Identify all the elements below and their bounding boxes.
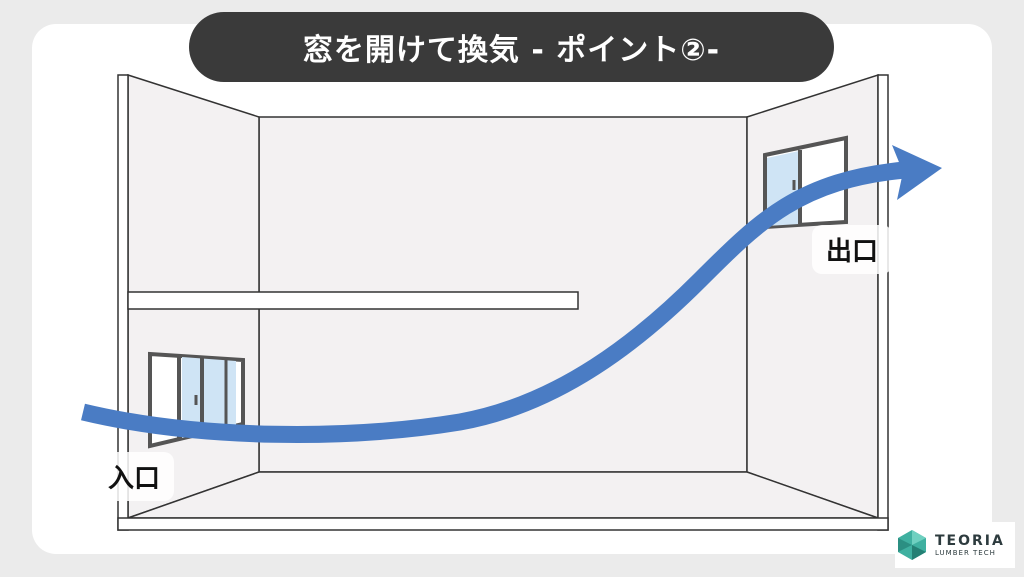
inlet-label: 入口 (94, 452, 175, 501)
right-wall (746, 73, 879, 520)
floor (127, 471, 879, 519)
logo-name: TEORIA (935, 533, 1005, 549)
teoria-logo-icon (898, 530, 926, 560)
teoria-logo: TEORIA LUMBER TECH (895, 522, 1015, 568)
page-title: 窓を開けて換気 - ポイント②- (189, 12, 834, 82)
shelf-beam (127, 291, 579, 310)
outlet-label: 出口 (812, 225, 893, 274)
airflow-arrowhead (892, 145, 942, 200)
right-post (877, 74, 889, 531)
airflow-path (81, 161, 906, 443)
floor-edge (117, 517, 889, 531)
logo-tagline: LUMBER TECH (935, 549, 996, 557)
